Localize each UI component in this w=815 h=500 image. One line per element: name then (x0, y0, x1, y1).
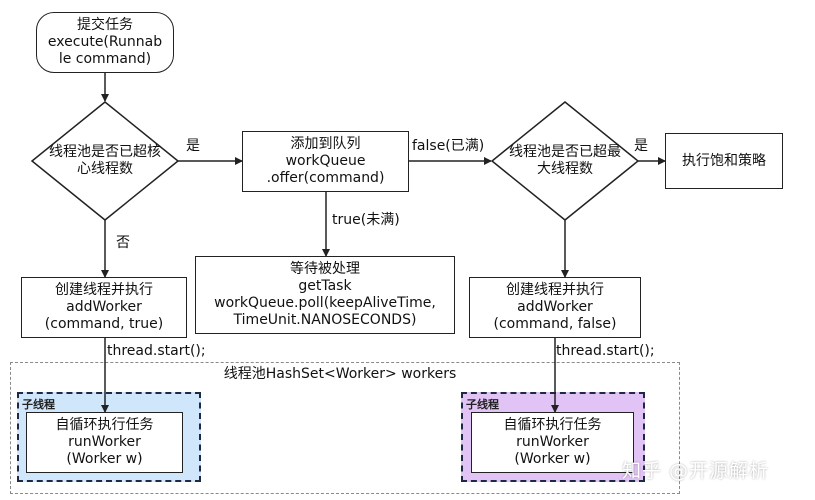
thread-pool-container (10, 362, 680, 494)
edge-label-yes-core: 是 (186, 138, 200, 154)
edge-label-no-core: 否 (116, 235, 130, 251)
child-thread-right-label: 子线程 (466, 398, 499, 411)
edge-label-thread-start-left: thread.start(); (107, 343, 206, 359)
reject-node: 执行饱和策略 (665, 133, 783, 189)
edge-label-yes-max: 是 (634, 138, 648, 154)
run-worker-left-node: 自循环执行任务 runWorker (Worker w) (26, 412, 183, 473)
decision-core-text: 线程池是否已超核 心线程数 (49, 144, 161, 177)
run-worker-right-node: 自循环执行任务 runWorker (Worker w) (471, 412, 634, 473)
child-thread-left-label: 子线程 (22, 398, 55, 411)
create-worker-core-node: 创建线程并执行 addWorker (command, true) (21, 277, 187, 338)
edge-label-false-full: false(已满) (412, 138, 485, 154)
thread-pool-title: 线程池HashSet<Worker> workers (223, 366, 457, 382)
create-worker-max-node: 创建线程并执行 addWorker (command, false) (469, 277, 641, 338)
edge-label-thread-start-right: thread.start(); (556, 343, 655, 359)
edge-label-true-not-full: true(未满) (332, 212, 400, 228)
decision-max-text: 线程池是否已超最 大线程数 (509, 144, 621, 177)
get-task-node: 等待被处理 getTask workQueue.poll(keepAliveTi… (195, 256, 455, 334)
submit-task-node: 提交任务 execute(Runnab le command) (36, 12, 174, 73)
add-queue-node: 添加到队列 workQueue .offer(command) (242, 131, 409, 192)
watermark-text: 知乎 @开源解析 (622, 460, 770, 482)
